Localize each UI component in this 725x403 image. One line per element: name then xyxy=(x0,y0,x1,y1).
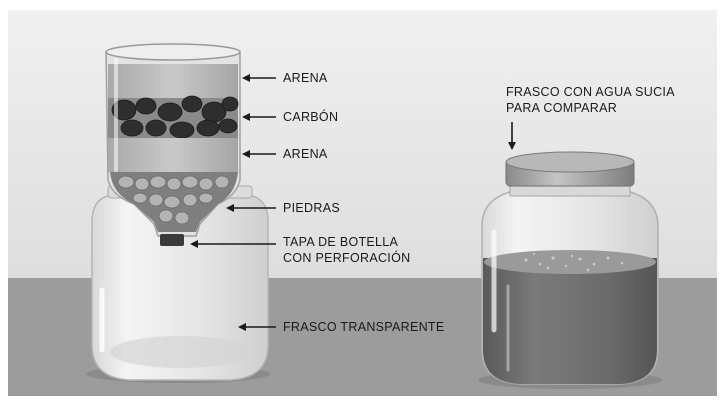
label-arena-top: ARENA xyxy=(283,71,328,85)
dirty-water-jar xyxy=(478,151,662,389)
label-arena-bottom: ARENA xyxy=(283,147,328,161)
stones xyxy=(117,175,230,225)
label-frasco-sucia-line1: FRASCO CON AGUA SUCIA xyxy=(506,85,675,99)
label-frasco-sucia-line2: PARA COMPARAR xyxy=(506,101,618,115)
label-carbon: CARBÓN xyxy=(283,110,339,124)
label-frasco-transparente: FRASCO TRANSPARENTE xyxy=(283,320,445,334)
label-tapa-line2: CON PERFORACIÓN xyxy=(283,251,411,265)
bottle-cap xyxy=(160,234,184,246)
inverted-bottle-filter xyxy=(105,43,241,246)
label-arrows xyxy=(190,74,516,331)
label-piedras: PIEDRAS xyxy=(283,201,340,215)
label-tapa-line1: TAPA DE BOTELLA xyxy=(283,235,399,249)
